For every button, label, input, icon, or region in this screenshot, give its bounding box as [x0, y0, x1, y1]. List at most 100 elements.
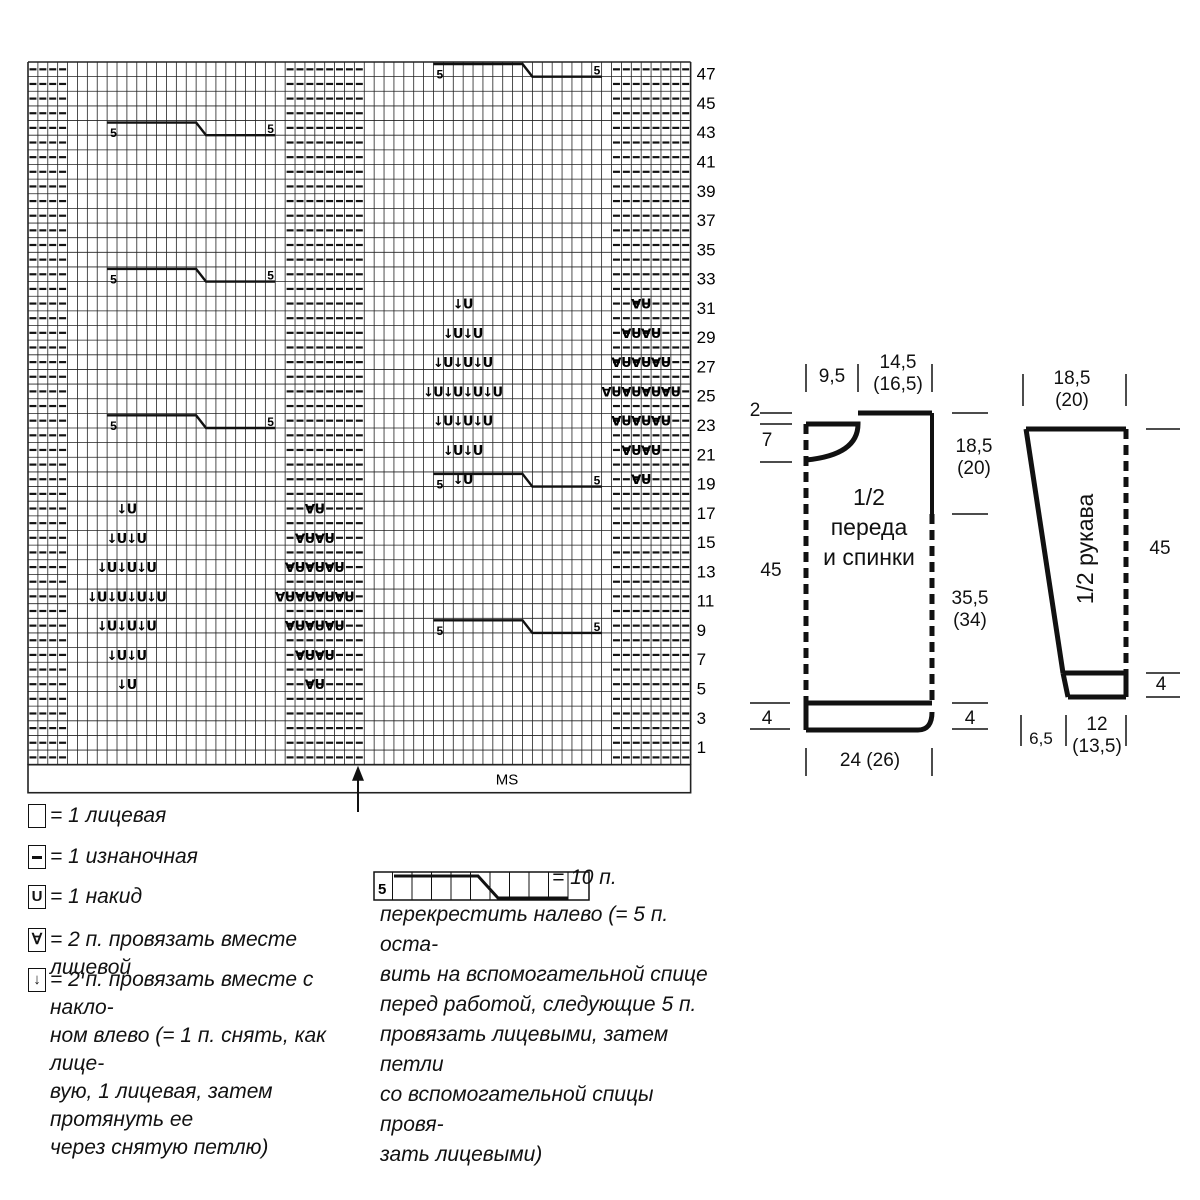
row-number: 7	[697, 650, 706, 669]
cable-count: 5	[110, 419, 117, 433]
row-number: 37	[697, 211, 716, 230]
cable-legend-count: 5	[378, 881, 386, 898]
yo-mark: U	[483, 356, 494, 371]
yo-mark: U	[433, 385, 444, 400]
yo-mark: U	[156, 590, 167, 605]
row-number: 1	[697, 738, 706, 757]
yo-mark: U	[344, 590, 355, 605]
ssk-mark: ↓	[463, 444, 474, 459]
row-number: 27	[697, 357, 716, 376]
k2tog-mark: ∀	[275, 590, 285, 605]
sleeve-bottom-width: 12 (13,5)	[1072, 714, 1122, 757]
ssk-mark: ↓	[453, 298, 464, 313]
yo-mark: U	[136, 649, 147, 664]
ssk-mark: ↓	[433, 356, 444, 371]
sleeve-top-width: 18,5 (20)	[1053, 368, 1091, 411]
k2tog-mark: ∀	[631, 298, 641, 313]
yo-mark: U	[651, 444, 662, 459]
yo-mark: U	[671, 385, 682, 400]
yo-mark: U	[661, 356, 672, 371]
cable-legend-eq: = 10 п.	[552, 866, 617, 889]
ssk-mark: ↓	[117, 561, 128, 576]
k2tog-mark: ∀	[661, 385, 671, 400]
row-number: 45	[697, 94, 716, 113]
ssk-symbol-icon: ↓	[28, 968, 46, 992]
yo-mark: U	[314, 561, 325, 576]
row-number: 35	[697, 240, 716, 259]
legend-ssk-text: = 2 п. провязать вместе с накло- ном вле…	[50, 968, 327, 1159]
ssk-mark: ↓	[443, 444, 454, 459]
k2tog-mark: ∀	[641, 444, 651, 459]
yo-mark: U	[136, 590, 147, 605]
body-side: 35,5 (34)	[951, 588, 989, 631]
yo-mark: U	[305, 590, 316, 605]
row-number: 21	[697, 445, 716, 464]
ssk-mark: ↓	[463, 327, 474, 342]
legend-yo-text: = 1 накид	[50, 885, 143, 908]
ssk-mark: ↓	[423, 385, 434, 400]
k2tog-mark: ∀	[325, 561, 335, 576]
ssk-mark: ↓	[107, 532, 118, 547]
row-number: 23	[697, 416, 716, 435]
k2tog-mark: ∀	[305, 678, 315, 693]
yo-mark: U	[631, 385, 642, 400]
body-title: 1/2 переда и спинки	[823, 484, 915, 570]
ssk-mark: ↓	[136, 620, 147, 635]
cable-count: 5	[436, 624, 443, 638]
yo-mark: U	[463, 356, 474, 371]
yo-mark: U	[463, 298, 474, 313]
legend-yo: U = 1 накид	[28, 883, 368, 911]
yo-mark: U	[611, 385, 622, 400]
ssk-mark: ↓	[443, 385, 454, 400]
yo-mark: U	[453, 385, 464, 400]
row-number: 43	[697, 123, 716, 142]
k2tog-mark: ∀	[641, 327, 651, 342]
body-neck-drop-top: 2	[749, 400, 761, 421]
ssk-mark: ↓	[126, 590, 137, 605]
yo-mark: U	[651, 327, 662, 342]
k2tog-symbol-icon: ∀	[28, 928, 46, 952]
body-neck-drop: 7	[761, 430, 773, 451]
row-number: 33	[697, 270, 716, 289]
yo-mark: U	[453, 327, 464, 342]
legend-purl: = 1 изнаночная	[28, 843, 368, 871]
cable-legend-text: перекрестить налево (= 5 п. оста- вить н…	[380, 903, 708, 1166]
ssk-mark: ↓	[107, 649, 118, 664]
yo-mark: U	[473, 327, 484, 342]
yo-mark: U	[136, 532, 147, 547]
k2tog-mark: ∀	[641, 385, 651, 400]
k2tog-mark: ∀	[285, 620, 295, 635]
ssk-mark: ↓	[136, 561, 147, 576]
k2tog-mark: ∀	[621, 444, 631, 459]
cable-count: 5	[436, 478, 443, 492]
knit-symbol-icon	[28, 804, 46, 828]
row-number: 13	[697, 562, 716, 581]
yo-mark: U	[641, 415, 652, 430]
row-number: 11	[697, 592, 715, 611]
row-number: 3	[697, 709, 706, 728]
legend-knit: = 1 лицевая	[28, 802, 368, 830]
row-number: 9	[697, 621, 706, 640]
sleeve-piece-outline	[1020, 374, 1180, 746]
body-rib-left: 4	[761, 708, 773, 729]
legend-k2tog-text: = 2 п. провязать вместе лицевой	[50, 928, 298, 979]
yo-mark: U	[621, 356, 632, 371]
ssk-mark: ↓	[443, 327, 454, 342]
row-number: 19	[697, 475, 716, 494]
yo-mark: U	[305, 649, 316, 664]
cable-count: 5	[594, 474, 601, 488]
row-number: 41	[697, 152, 716, 171]
cable-count: 5	[594, 620, 601, 634]
k2tog-mark: ∀	[285, 561, 295, 576]
k2tog-mark: ∀	[602, 385, 612, 400]
yo-mark: U	[117, 649, 128, 664]
ssk-mark: ↓	[146, 590, 157, 605]
legend-purl-text: = 1 изнаночная	[50, 845, 198, 868]
sleeve-bottom-left: 6,5	[1029, 729, 1053, 748]
ssk-mark: ↓	[97, 620, 108, 635]
yo-mark: U	[295, 561, 306, 576]
yo-mark: U	[314, 503, 325, 518]
cable-count: 5	[267, 415, 274, 429]
yo-mark: U	[127, 678, 138, 693]
k2tog-mark: ∀	[631, 356, 641, 371]
